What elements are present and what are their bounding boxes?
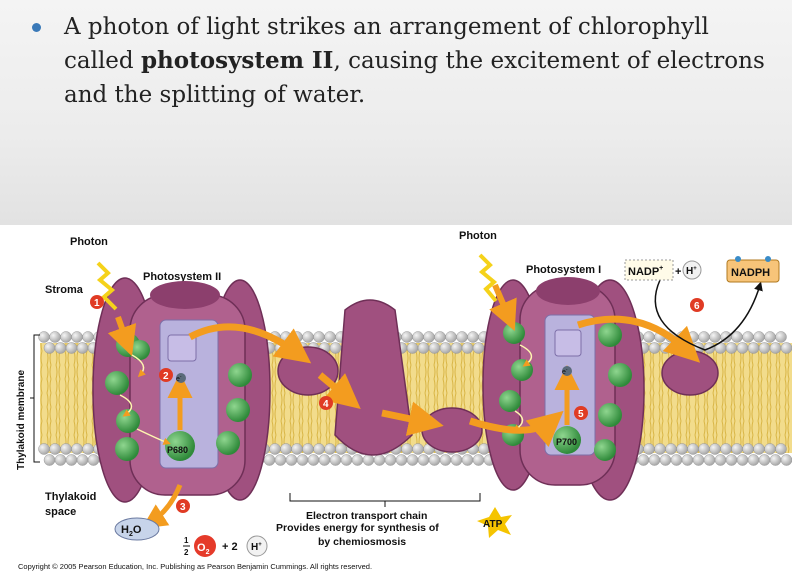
step-1: 1 xyxy=(94,298,100,309)
photon-left-squiggle xyxy=(96,261,118,311)
nadph-product: NADPH xyxy=(726,256,780,283)
p680-chlorophyll xyxy=(165,431,195,461)
fraction-numerator: 1 xyxy=(184,536,189,545)
thylakoid-space-label-1: Thylakoid xyxy=(45,491,96,503)
step-4: 4 xyxy=(323,399,329,410)
photosynthesis-diagram: Photon Photon Photosystem II Photosystem… xyxy=(16,230,792,571)
svg-text:H+: H+ xyxy=(686,266,697,277)
atp-star xyxy=(477,507,512,538)
p680-label: P680 xyxy=(167,445,188,455)
etc-label: Electron transport chain xyxy=(306,510,427,522)
p700-label: P700 xyxy=(556,437,577,447)
bullet-text: A photon of light strikes an arrangement… xyxy=(64,10,772,112)
thylakoid-membrane-label: Thylakoid membrane xyxy=(16,370,27,470)
copyright-notice: Copyright © 2005 Pearson Education, Inc.… xyxy=(18,562,372,571)
photon-left-label: Photon xyxy=(70,236,108,248)
plus-two-text: + 2 xyxy=(222,541,238,553)
oxygen-text: O xyxy=(197,542,206,554)
nadp-reduction-arrow xyxy=(654,279,763,351)
photosystem-2-label: Photosystem II xyxy=(143,271,221,283)
bullet-text-part-2: , causing the excitement of electrons an… xyxy=(64,48,765,108)
svg-text:H+: H+ xyxy=(251,542,262,553)
nadp-reductase xyxy=(661,350,719,396)
etc-description: Provides energy for synthesis of xyxy=(276,522,439,534)
h-ion-text-2: H xyxy=(251,542,258,553)
nadp-reactants: NADP+ + H+ xyxy=(624,259,702,281)
photon-right-label: Photon xyxy=(459,230,497,242)
step-2: 2 xyxy=(163,371,169,382)
bullet-point: A photon of light strikes an arrangement… xyxy=(32,10,772,112)
membrane-bracket xyxy=(30,334,40,463)
nadph-text: NADPH xyxy=(731,267,770,279)
h-ion-text: H xyxy=(686,266,693,277)
electron-markers xyxy=(176,366,572,383)
bullet-text-part-1: A photon of light strikes an arrangement… xyxy=(64,14,709,74)
etc-chemiosmosis: by chemiosmosis xyxy=(318,536,406,548)
step-5: 5 xyxy=(578,409,584,420)
plus-sign: + xyxy=(675,266,681,278)
electron-flow-arrows xyxy=(107,283,701,529)
electron-ps1: e- xyxy=(562,367,568,376)
fraction-denominator: 2 xyxy=(184,548,189,557)
svg-text:NADP+: NADP+ xyxy=(628,265,663,278)
bullet-marker xyxy=(32,23,41,32)
bullet-bold-term: photosystem II xyxy=(140,47,334,74)
nadp-text: NADP xyxy=(628,266,659,278)
slide-background xyxy=(0,0,792,225)
stroma-label: Stroma xyxy=(45,284,84,296)
electron-ps2: e- xyxy=(176,374,182,383)
photon-right-squiggle xyxy=(478,253,498,303)
svg-text:O2: O2 xyxy=(197,542,210,556)
step-badges: 1 2 3 4 5 6 xyxy=(90,295,704,513)
water-splitting: H2O 1 2 O2 + 2 H+ xyxy=(114,517,268,557)
water-h: H xyxy=(121,524,129,536)
svg-text:H2O: H2O xyxy=(121,524,142,538)
etc-bracket xyxy=(289,493,481,507)
atp-label: ATP xyxy=(483,519,503,530)
cytochrome-complex xyxy=(334,299,413,456)
step-6: 6 xyxy=(694,301,700,312)
step-3: 3 xyxy=(180,502,186,513)
photosystem-1-label: Photosystem I xyxy=(526,264,601,276)
thylakoid-space-label-2: space xyxy=(45,506,76,518)
